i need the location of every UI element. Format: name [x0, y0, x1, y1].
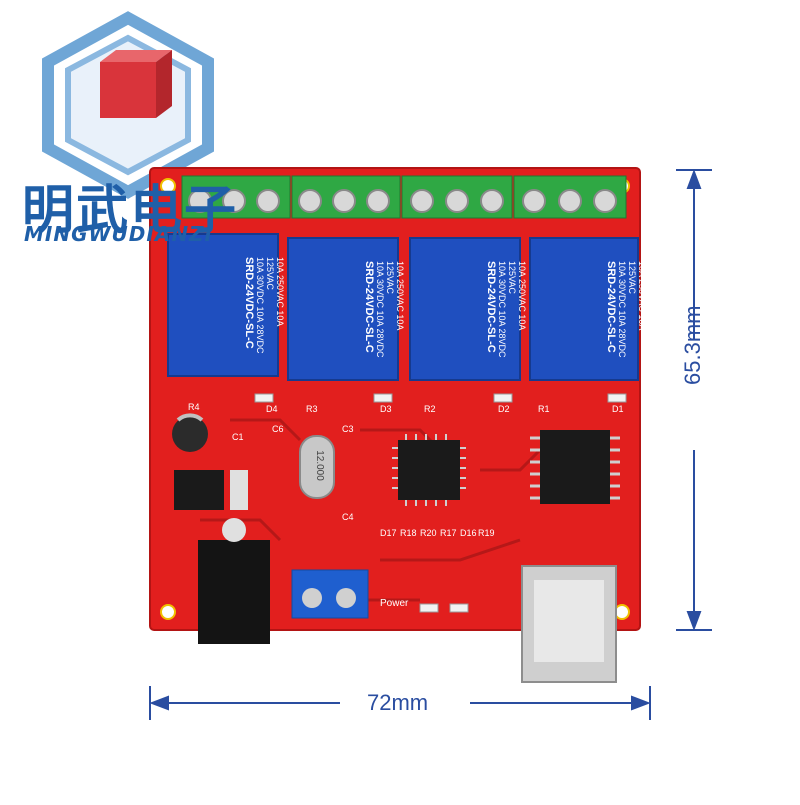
silk-d1: D1 [612, 404, 624, 414]
dc-power-jack [198, 518, 270, 644]
relay-1-rating-2: 10A 30VDC 10A 28VDC [255, 257, 265, 354]
width-dimension-label: 72mm [367, 690, 429, 715]
relay-4-rating-1: 10A 250VAC 10A 125VAC [627, 261, 647, 330]
relay-3-label: 10A 250VAC 10A 125VAC 10A 30VDC 10A 28VD… [485, 261, 527, 365]
voltage-regulator [174, 470, 248, 510]
relay-2 [287, 237, 399, 381]
relay-1 [167, 233, 279, 377]
usb-b-port [521, 565, 617, 683]
silk-r1: R1 [538, 404, 550, 414]
logo-emblem [42, 11, 214, 199]
dimension-height-arrow [676, 169, 712, 631]
relay-3-rating-2: 10A 30VDC 10A 28VDC [497, 261, 507, 358]
relay-2-rating-1: 10A 250VAC 10A 125VAC [385, 261, 405, 330]
relays [167, 233, 639, 381]
silk-r3: R3 [306, 404, 318, 414]
crystal-oscillator [299, 435, 335, 499]
relay-4 [529, 237, 639, 381]
microcontroller [392, 434, 466, 506]
terminal-blocks [181, 175, 627, 219]
relay-2-model: SRD-24VDC-SL-C [363, 261, 375, 353]
relay-3-rating-1: 10A 250VAC 10A 125VAC [507, 261, 527, 330]
height-dimension-label: 65.3mm [680, 305, 705, 385]
silk-c1: C1 [232, 432, 244, 442]
logo-english-text: MINGWUDIANZI [24, 222, 214, 246]
silk-r20: R20 [420, 528, 437, 538]
silk-d17: D17 [380, 528, 397, 538]
silk-d4: D4 [266, 404, 278, 414]
dimension-width-arrow [149, 686, 651, 720]
relay-1-model: SRD-24VDC-SL-C [243, 257, 255, 349]
silk-d2: D2 [498, 404, 510, 414]
usb-chip [530, 430, 620, 504]
silk-d3: D3 [380, 404, 392, 414]
screw-terminal-blue [291, 569, 369, 619]
silk-c6: C6 [272, 424, 284, 434]
relay-2-label: 10A 250VAC 10A 125VAC 10A 30VDC 10A 28VD… [363, 261, 405, 365]
silk-r4: R4 [188, 402, 200, 412]
silk-r17: R17 [440, 528, 457, 538]
relay-4-model: SRD-24VDC-SL-C [605, 261, 617, 353]
relay-4-rating-2: 10A 30VDC 10A 28VDC [617, 261, 627, 358]
relay-2-rating-2: 10A 30VDC 10A 28VDC [375, 261, 385, 358]
silk-power: Power [380, 598, 409, 609]
relay-3-model: SRD-24VDC-SL-C [485, 261, 497, 353]
relay-4-label: 10A 250VAC 10A 125VAC 10A 30VDC 10A 28VD… [605, 261, 647, 365]
silk-c4: C4 [342, 512, 354, 522]
logo-chinese-text: 明武电子 [22, 181, 239, 241]
silk-r19: R19 [478, 528, 495, 538]
leds [254, 393, 627, 613]
silk-r2: R2 [424, 404, 436, 414]
silk-r18: R18 [400, 528, 417, 538]
silk-c3: C3 [342, 424, 354, 434]
relay-1-rating-1: 10A 250VAC 10A 125VAC [265, 257, 285, 326]
silk-d16: D16 [460, 528, 477, 538]
crystal-marking: 12.000 [313, 450, 325, 481]
electrolytic-capacitor [172, 413, 208, 452]
relay-3 [409, 237, 521, 381]
relay-1-label: 10A 250VAC 10A 125VAC 10A 30VDC 10A 28VD… [243, 257, 285, 361]
